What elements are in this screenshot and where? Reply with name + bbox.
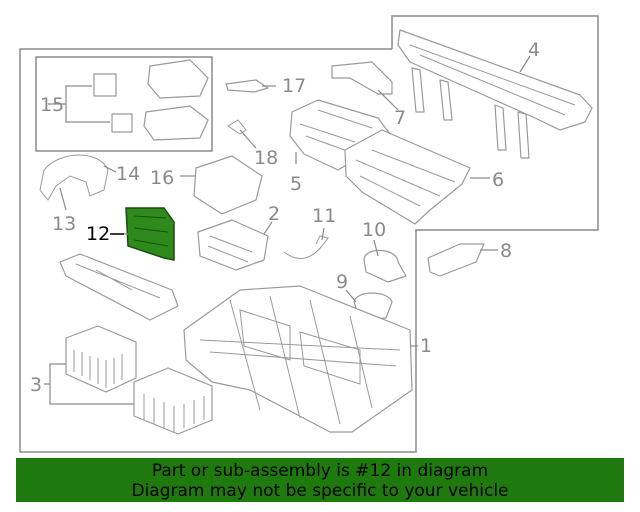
part-18-clip <box>227 119 247 135</box>
callout-11: 11 <box>312 205 336 227</box>
callout-16: 16 <box>150 167 174 189</box>
callout-7: 7 <box>394 107 406 129</box>
callout-9: 9 <box>336 271 348 293</box>
part-4-bracket-rail <box>397 29 593 159</box>
callout-8: 8 <box>500 240 512 262</box>
callout-18: 18 <box>254 147 278 169</box>
part-12-module <box>125 207 175 261</box>
callout-6: 6 <box>492 169 504 191</box>
callout-10: 10 <box>362 219 386 241</box>
footer-banner: Part or sub-assembly is #12 in diagram D… <box>16 458 624 502</box>
footer-line-2: Diagram may not be specific to your vehi… <box>131 481 509 501</box>
part-15-relays <box>93 59 209 141</box>
part-7-sensor <box>331 61 393 95</box>
part-1-battery-tray <box>183 285 413 433</box>
part-10-fan <box>363 249 407 283</box>
callout-15: 15 <box>40 94 64 116</box>
upper-cover-panel <box>59 253 179 321</box>
callout-1: 1 <box>420 335 432 357</box>
inset-frame <box>35 56 213 152</box>
callout-13: 13 <box>52 213 76 235</box>
leader-lines <box>44 55 531 405</box>
parts-diagram: 4 17 7 15 18 14 16 5 6 13 12 2 11 10 8 9… <box>19 15 599 453</box>
part-16-bracket <box>193 155 263 215</box>
part-8-duct <box>427 243 485 277</box>
callout-2: 2 <box>268 203 280 225</box>
callout-17: 17 <box>282 75 306 97</box>
part-6-heat-shield <box>344 129 471 225</box>
part-17-clip <box>225 79 269 93</box>
callout-4: 4 <box>528 39 540 61</box>
footer-line-1: Part or sub-assembly is #12 in diagram <box>151 461 489 481</box>
part-14-bracket <box>39 154 109 201</box>
callout-12: 12 <box>86 223 110 245</box>
callout-5: 5 <box>290 173 302 195</box>
callout-14: 14 <box>116 163 140 185</box>
part-11-harness <box>283 235 329 260</box>
callout-3: 3 <box>30 374 42 396</box>
part-3-battery-modules <box>65 325 213 435</box>
diagram-frame <box>19 15 599 453</box>
part-2-module <box>197 219 269 271</box>
